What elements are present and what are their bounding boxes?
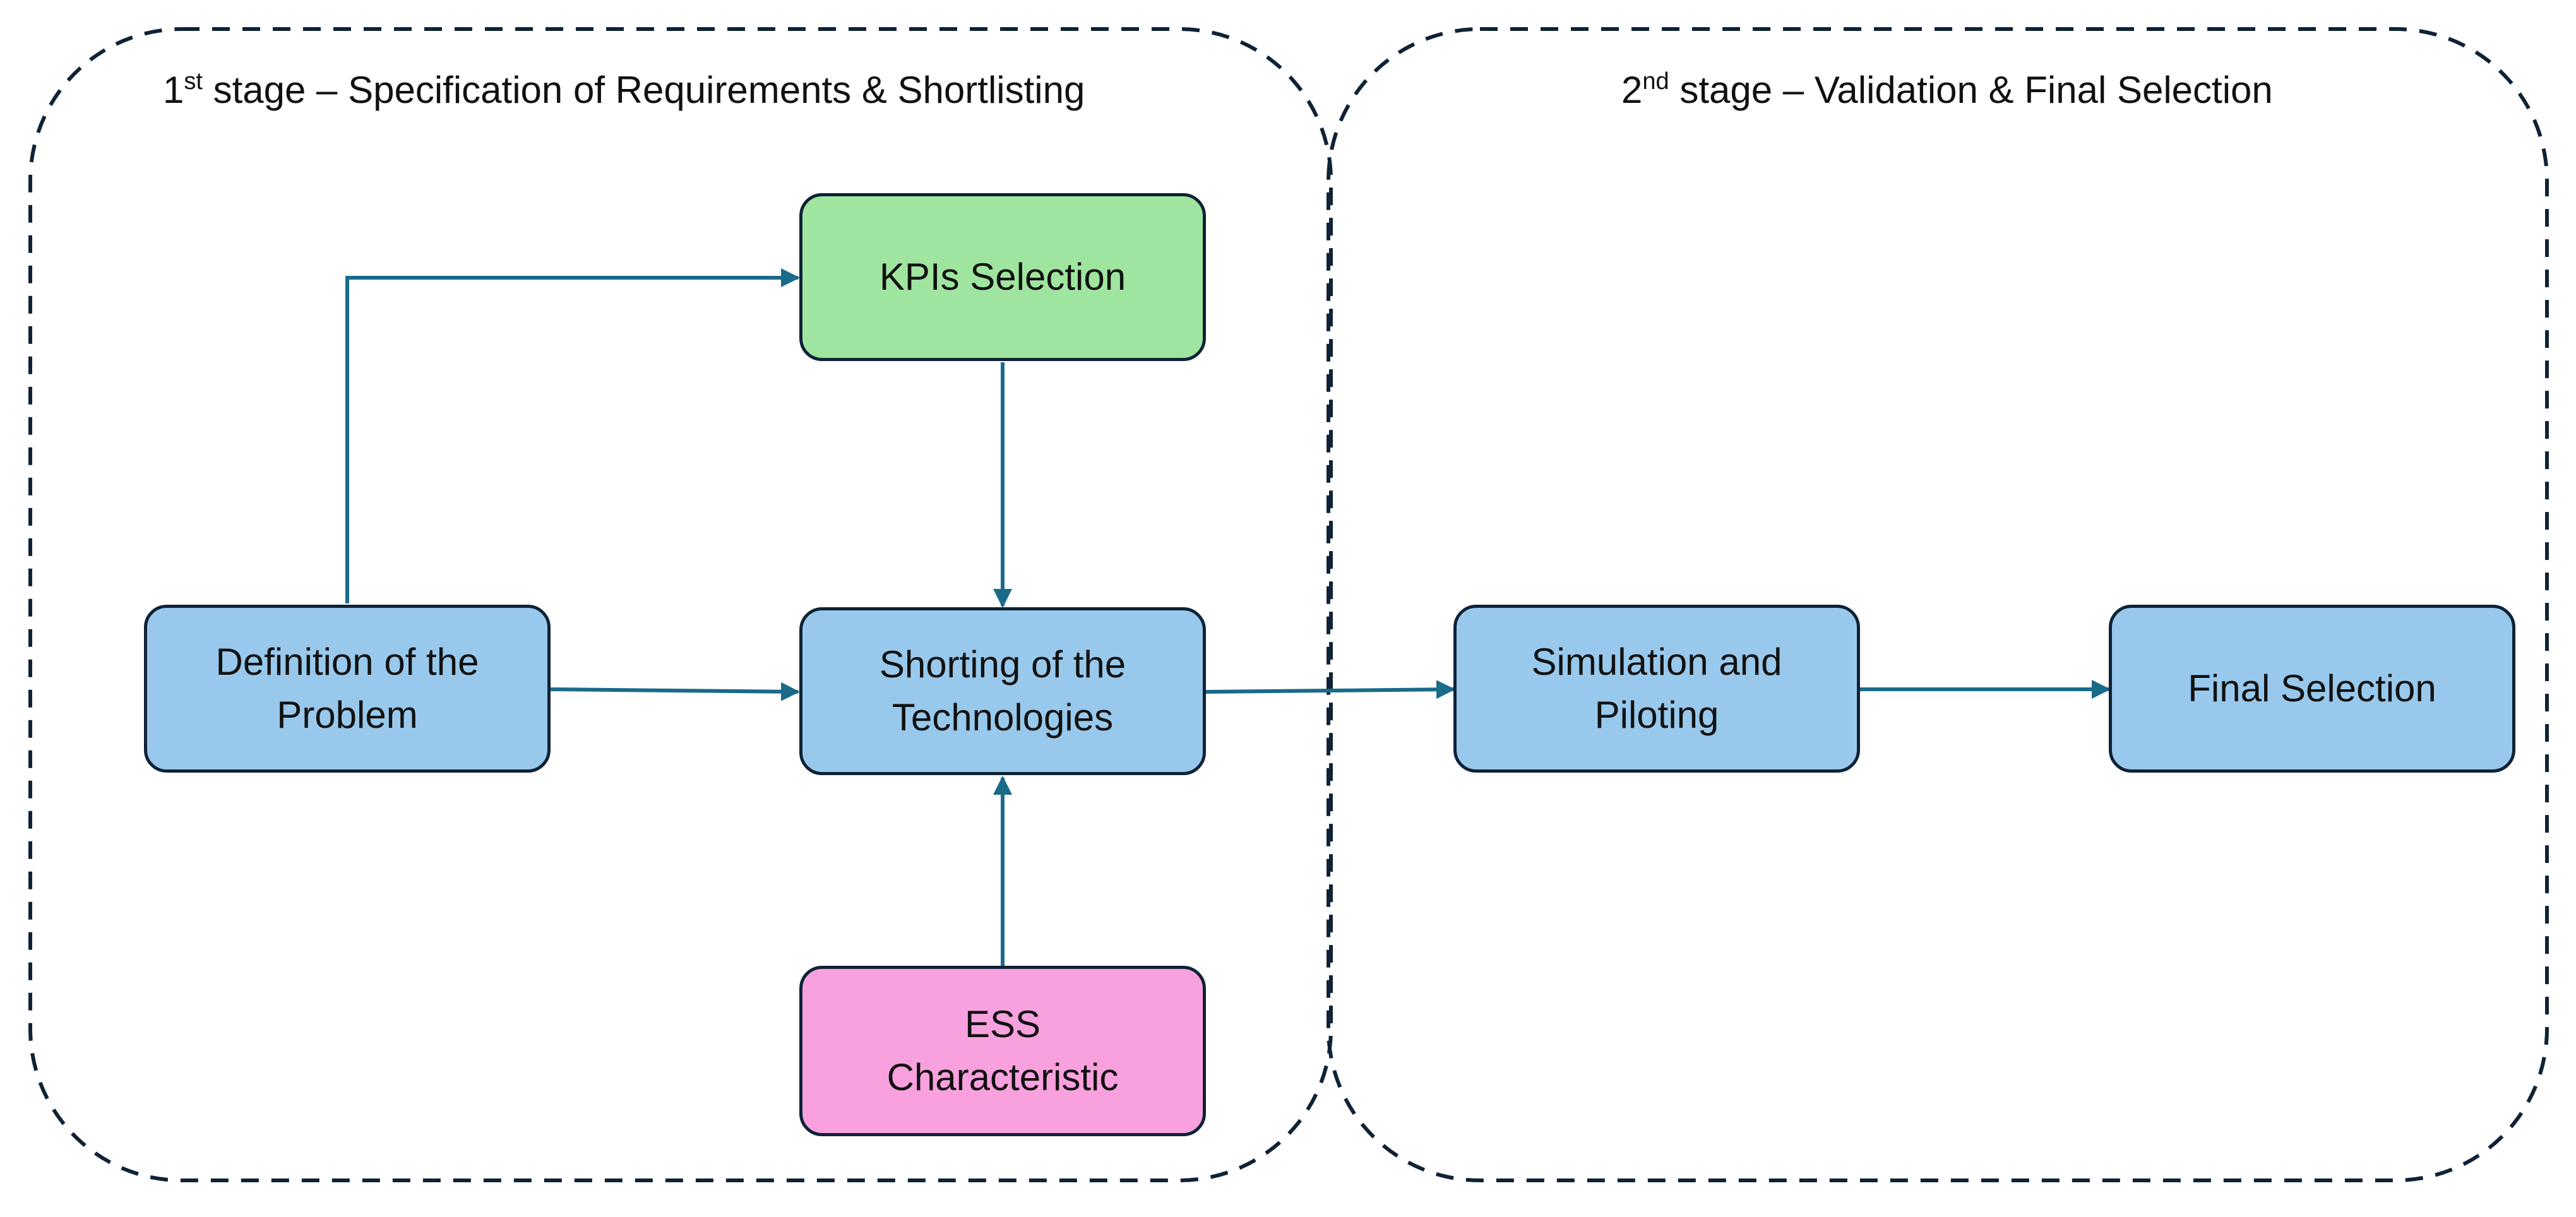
stage-2-boundary — [1327, 27, 2549, 1182]
stage-2-title-text: stage – Validation & Final Selection — [1679, 69, 2273, 111]
node-kpis-line-1: KPIs Selection — [879, 256, 1126, 298]
node-simulation-line-2: Piloting — [1594, 694, 1719, 736]
connector-definition-to-kpis — [345, 268, 800, 603]
connector-definition-to-shorting — [550, 682, 800, 701]
node-shorting-of-technologies: Shorting of the Technologies — [799, 607, 1206, 775]
node-shorting-line-2: Technologies — [891, 696, 1114, 739]
node-shorting-line-1: Shorting of the — [879, 643, 1126, 686]
node-definition-line-2: Problem — [277, 694, 418, 736]
stage-2-title: 2nd stage – Validation & Final Selection — [1621, 62, 2273, 119]
node-kpis-selection: KPIs Selection — [799, 193, 1206, 361]
node-simulation-line-1: Simulation and — [1531, 641, 1782, 683]
stage-1-number: 1 — [163, 69, 184, 111]
connector-shorting-to-simulation — [1205, 680, 1455, 699]
node-ess-line-2: Characteristic — [886, 1056, 1119, 1098]
node-final-line-1: Final Selection — [2188, 667, 2436, 709]
stage-1-boundary — [28, 27, 1333, 1182]
node-definition-of-problem: Definition of the Problem — [144, 605, 551, 773]
stage-1-ordinal-suffix: st — [184, 68, 203, 95]
stage-2-ordinal-suffix: nd — [1642, 68, 1669, 95]
node-simulation-and-piloting: Simulation and Piloting — [1453, 605, 1860, 773]
node-final-selection: Final Selection — [2109, 605, 2515, 773]
stage-1-title: 1st stage – Specification of Requirement… — [163, 62, 1085, 119]
node-ess-characteristic: ESS Characteristic — [799, 966, 1206, 1136]
stage-2-number: 2 — [1621, 69, 1643, 111]
stage-1-title-text: stage – Specification of Requirements & … — [213, 69, 1085, 111]
node-ess-line-1: ESS — [964, 1003, 1041, 1045]
node-definition-line-1: Definition of the — [215, 641, 479, 683]
